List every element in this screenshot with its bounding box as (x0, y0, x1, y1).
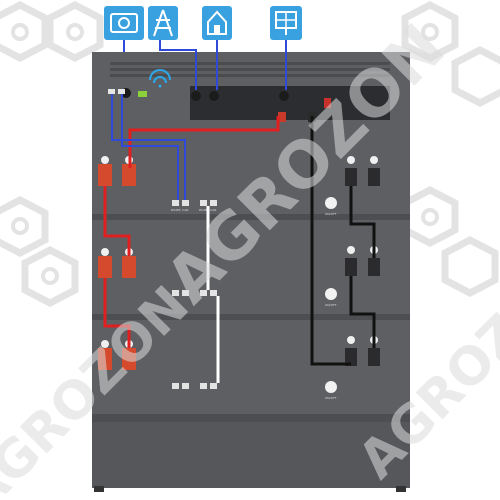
grid-tower-icon (148, 6, 178, 40)
cabinet-base (92, 422, 410, 488)
negative-cables (310, 116, 376, 366)
port-label-2: CAN (182, 208, 188, 212)
power-buttons: ON/OFF ON/OFF ON/OFF (325, 197, 337, 400)
load-terminal (209, 91, 219, 101)
port-label-3: RS485 (199, 208, 209, 212)
green-connector (138, 91, 147, 97)
comm-port-labels: RS485 CAN RS485 CAN (171, 208, 216, 212)
link-cables (206, 206, 220, 383)
wifi-icon (149, 69, 171, 88)
power-button-label-3: ON/OFF (325, 396, 337, 400)
grid-terminal (191, 91, 201, 101)
battery-terminal-pos (278, 112, 286, 122)
cabinet-foot-right (396, 486, 406, 492)
pv-terminal (279, 91, 289, 101)
power-button-label-1: ON/OFF (325, 212, 337, 216)
inverter-lower-panel (190, 86, 390, 120)
watermark-hex-pattern (0, 1, 500, 307)
communication-cables (111, 94, 186, 200)
solar-panel-icon (270, 6, 302, 40)
power-button-label-2: ON/OFF (325, 303, 337, 307)
inverter-vent-grille (110, 62, 390, 77)
power-button-3[interactable] (325, 381, 337, 393)
comm-ports (172, 200, 217, 389)
breaker-switch (324, 98, 331, 108)
port-label-4: CAN (210, 208, 216, 212)
battery-module-3 (92, 320, 410, 422)
power-button-1[interactable] (325, 197, 337, 209)
watermark-gear-icons (11, 23, 439, 285)
ac-cables (123, 40, 287, 90)
module-terminals-right (345, 156, 380, 366)
positive-cables (103, 116, 280, 348)
rs485-port-inverter (108, 89, 115, 94)
can-port-inverter (118, 89, 125, 94)
port-label-1: RS485 (171, 208, 181, 212)
generator-icon (104, 6, 144, 40)
cabinet-foot-left (94, 486, 104, 492)
power-button-2[interactable] (325, 288, 337, 300)
house-icon (202, 6, 232, 40)
